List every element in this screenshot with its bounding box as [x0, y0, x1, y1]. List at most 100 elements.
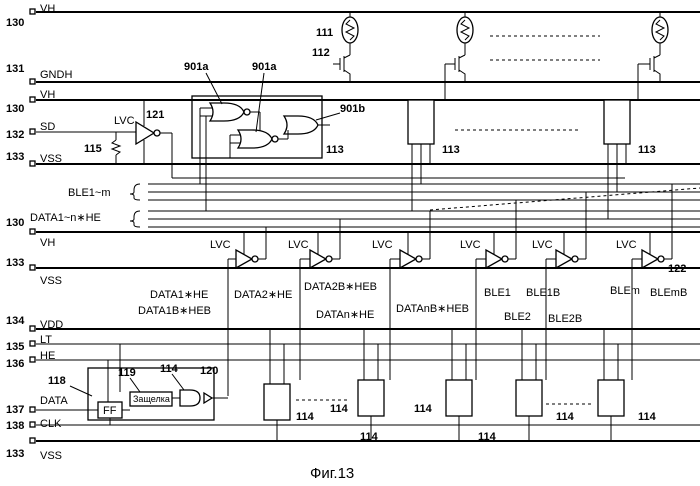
svg-text:115: 115 — [84, 143, 102, 155]
svg-text:122: 122 — [668, 263, 686, 275]
terminal-gndh: 131 GNDH — [6, 63, 72, 84]
input-stage: 118 FF Защелка 119 114 120 — [48, 344, 228, 425]
led-column-3 — [638, 12, 668, 100]
ble-bus-label: BLE1~m — [68, 187, 111, 199]
svg-text:VSS: VSS — [40, 450, 62, 462]
svg-text:VH: VH — [40, 237, 55, 249]
lvc-1: LVC — [210, 232, 258, 268]
svg-text:DATAnB∗HEB: DATAnB∗HEB — [396, 303, 469, 315]
signal-buses — [130, 184, 700, 227]
svg-text:111: 111 — [316, 27, 333, 39]
svg-text:133: 133 — [6, 257, 24, 269]
cell-114-4: 114 — [516, 329, 575, 441]
svg-text:LVC: LVC — [372, 239, 393, 251]
svg-text:112: 112 — [312, 47, 330, 59]
data-brace — [130, 211, 140, 227]
svg-text:120: 120 — [200, 365, 218, 377]
svg-text:130: 130 — [6, 217, 24, 229]
svg-text:114: 114 — [414, 403, 433, 415]
terminal-he: 136 HE — [6, 350, 55, 370]
svg-text:DATA: DATA — [40, 395, 68, 407]
svg-text:LVC: LVC — [616, 239, 637, 251]
lvc-2: LVC — [288, 232, 332, 268]
and-gate — [180, 390, 200, 406]
terminal-data: 137 DATA — [6, 395, 68, 416]
svg-text:CLK: CLK — [40, 418, 62, 430]
ff-label: FF — [103, 405, 117, 417]
svg-text:LVC: LVC — [532, 239, 553, 251]
terminal-vss-2: 133 VSS — [6, 257, 62, 287]
svg-text:BLE2B: BLE2B — [548, 313, 582, 325]
svg-text:LVC: LVC — [288, 239, 309, 251]
svg-text:SD: SD — [40, 121, 55, 133]
lvc-5: LVC — [532, 232, 578, 268]
svg-text:118: 118 — [48, 375, 66, 387]
svg-text:LT: LT — [40, 334, 52, 346]
svg-text:LVC: LVC — [114, 115, 135, 127]
svg-text:LVC: LVC — [460, 239, 481, 251]
lvc-6: LVC — [616, 232, 664, 268]
svg-text:GNDH: GNDH — [40, 69, 72, 81]
cell-114-3: 114 — [414, 329, 472, 441]
svg-text:113: 113 — [326, 144, 344, 156]
svg-text:137: 137 — [6, 404, 24, 416]
resistor-115: 115 — [84, 132, 120, 164]
lvc-3: LVC — [372, 232, 422, 268]
svg-text:130: 130 — [6, 103, 24, 115]
svg-text:VSS: VSS — [40, 153, 62, 165]
svg-text:114: 114 — [330, 403, 349, 415]
svg-text:DATA1∗HE: DATA1∗HE — [150, 289, 208, 301]
svg-text:113: 113 — [442, 144, 460, 156]
svg-text:901b: 901b — [340, 103, 365, 115]
terminal-vdd: 134 VDD — [6, 315, 63, 331]
figure-caption: Фиг.13 — [310, 465, 354, 482]
svg-text:114: 114 — [296, 411, 315, 423]
svg-text:121: 121 — [146, 109, 164, 121]
svg-text:BLE1: BLE1 — [484, 287, 511, 299]
svg-text:131: 131 — [6, 63, 24, 75]
signal-labels: DATA1∗HE DATA1B∗HEB DATA2∗HE DATA2B∗HEB … — [138, 281, 687, 325]
svg-text:BLEm: BLEm — [610, 285, 640, 297]
cell-114-2: 114 — [330, 329, 384, 441]
register-113-c: 113 — [604, 100, 656, 219]
svg-text:114: 114 — [478, 431, 497, 443]
svg-text:114: 114 — [638, 411, 657, 423]
terminal-vss-1: 133 VSS — [6, 151, 62, 166]
svg-text:132: 132 — [6, 129, 24, 141]
svg-text:VH: VH — [40, 3, 55, 15]
svg-text:119: 119 — [118, 367, 136, 379]
lvc-4: LVC — [460, 232, 508, 268]
terminal-vh-2: 130 VH — [6, 89, 55, 115]
svg-text:BLE1B: BLE1B — [526, 287, 560, 299]
terminal-clk: 138 CLK — [6, 418, 62, 432]
shift-cells: 114 114 114 114 114 114 114 — [264, 329, 657, 443]
latch-label: Защелка — [133, 394, 170, 404]
cell-114-5: 114 — [598, 329, 657, 441]
svg-text:138: 138 — [6, 420, 24, 432]
terminal-vh-top: 130 VH — [6, 3, 55, 29]
svg-text:113: 113 — [638, 144, 656, 156]
svg-text:BLE2: BLE2 — [504, 311, 531, 323]
cell-114-1: 114 — [264, 329, 315, 441]
svg-text:114: 114 — [556, 411, 575, 423]
svg-text:135: 135 — [6, 341, 24, 353]
register-113-b: 113 — [408, 100, 460, 211]
svg-text:136: 136 — [6, 358, 24, 370]
svg-text:DATA2B∗HEB: DATA2B∗HEB — [304, 281, 377, 293]
svg-text:134: 134 — [6, 315, 25, 327]
latch-block-113: 901a 901a 901b 113 — [184, 61, 365, 158]
svg-text:DATA2∗HE: DATA2∗HE — [234, 289, 292, 301]
svg-text:VH: VH — [40, 89, 55, 101]
svg-text:HE: HE — [40, 350, 55, 362]
svg-text:133: 133 — [6, 448, 24, 460]
terminal-sd: 132 SD — [6, 121, 55, 141]
svg-text:VDD: VDD — [40, 319, 63, 331]
svg-text:DATA1B∗HEB: DATA1B∗HEB — [138, 305, 211, 317]
svg-text:VSS: VSS — [40, 275, 62, 287]
svg-text:130: 130 — [6, 17, 24, 29]
svg-text:114: 114 — [360, 431, 379, 443]
svg-text:901a: 901a — [252, 61, 277, 73]
led-column-1: 111 112 — [312, 12, 358, 82]
svg-text:LVC: LVC — [210, 239, 231, 251]
